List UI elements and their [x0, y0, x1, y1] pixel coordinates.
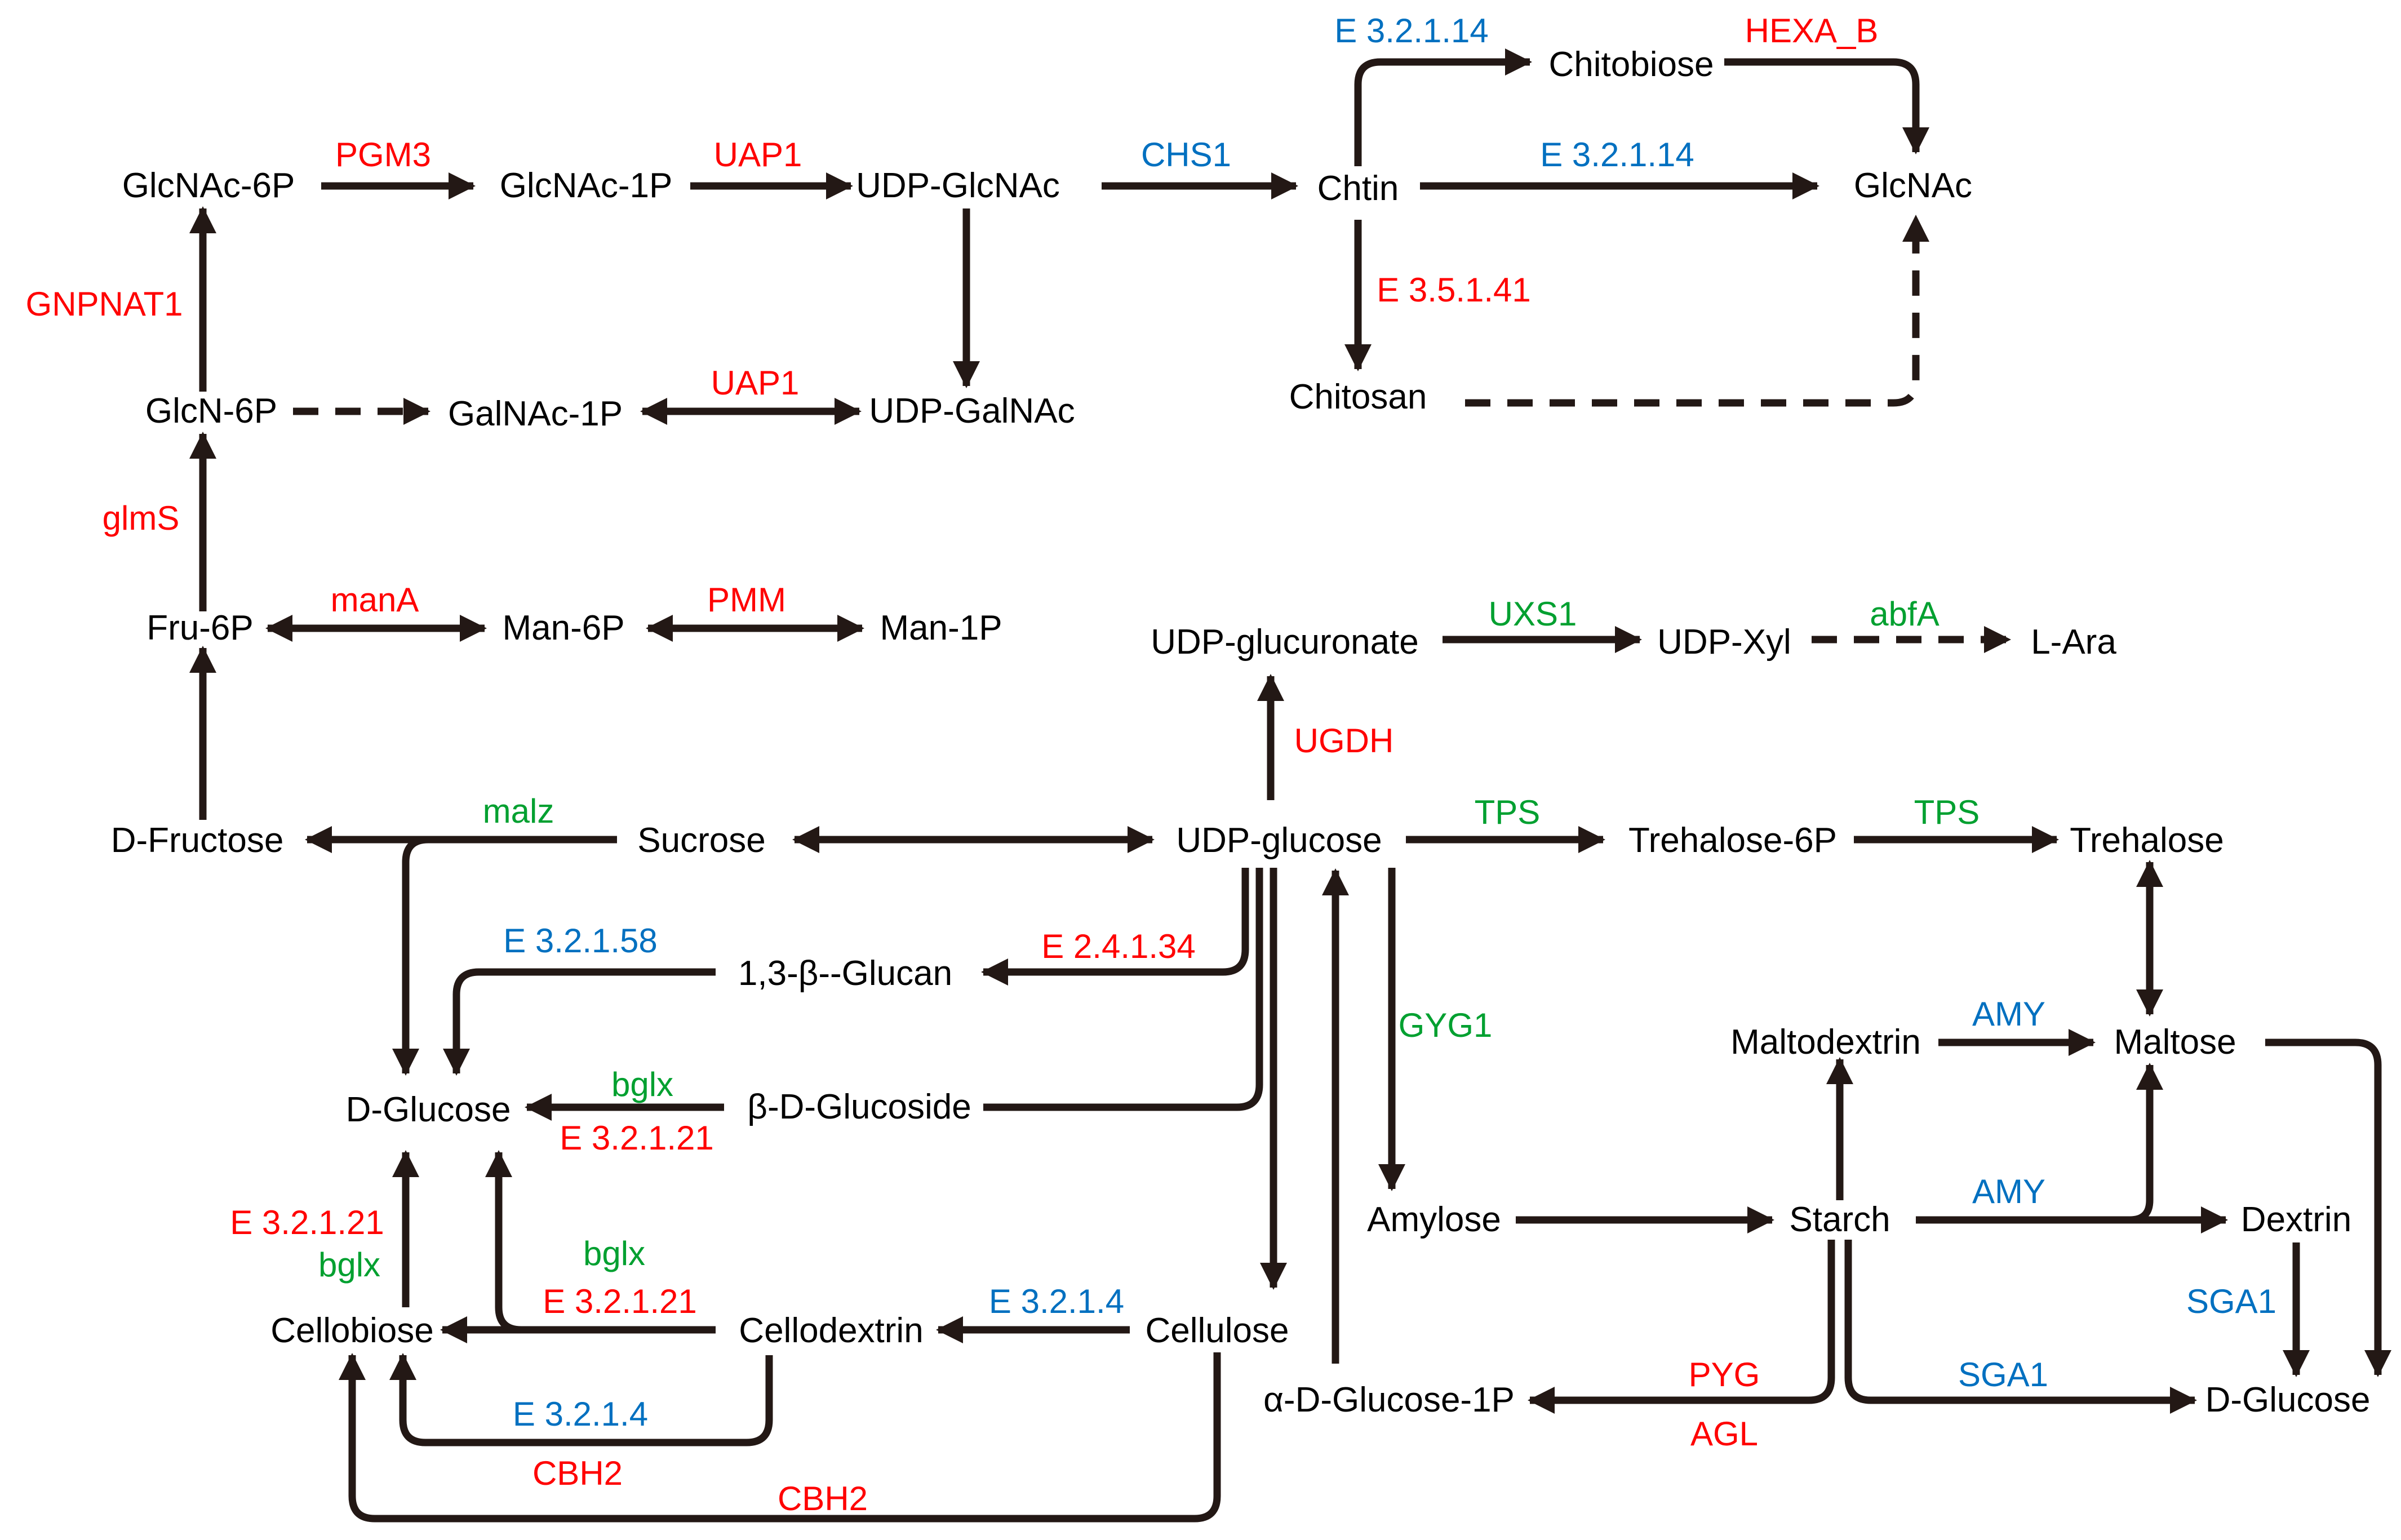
edge-starch-aglucose1p [1528, 1240, 1835, 1414]
edge-maltose-dglucose [2265, 1038, 2391, 1377]
metabolite-cellulose: Cellulose [1145, 1311, 1289, 1350]
enzyme-sga1-bottom: SGA1 [1958, 1356, 2048, 1393]
enzyme-e3-2-1-21-mid: E 3.2.1.21 [543, 1282, 697, 1320]
enzyme-malz: malz [483, 792, 554, 830]
enzyme-bglx-mid: bglx [583, 1235, 645, 1272]
enzyme-e3-2-1-21-top: E 3.2.1.21 [560, 1119, 714, 1157]
enzyme-pmm: PMM [707, 581, 786, 619]
metabolite-amylose: Amylose [1367, 1200, 1501, 1239]
edge-cellulose-cellobiose [339, 1352, 1221, 1523]
metabolite-d-fructose: D-Fructose [111, 821, 284, 860]
enzyme-chs1: CHS1 [1141, 136, 1231, 174]
metabolite-chitobiose: Chitobiose [1549, 45, 1714, 84]
enzyme-e3-2-1-4-bottom: E 3.2.1.4 [513, 1395, 648, 1433]
metabolite-1-3-beta-glucan: 1,3-β--Glucan [738, 954, 952, 993]
enzyme-sga1-right: SGA1 [2186, 1282, 2276, 1320]
metabolite-man-1p: Man-1P [880, 609, 1002, 647]
metabolite-alpha-d-glucose-1p: α-D-Glucose-1P [1263, 1381, 1515, 1419]
metabolite-chitosan: Chitosan [1289, 378, 1427, 416]
enzyme-e3-2-1-58: E 3.2.1.58 [503, 922, 658, 960]
metabolite-fru-6p: Fru-6P [147, 609, 253, 647]
enzyme-ugdh: UGDH [1294, 722, 1394, 760]
enzyme-amy-top: AMY [1972, 995, 2045, 1033]
enzyme-uap1-top: UAP1 [714, 136, 802, 174]
enzyme-bglx-left: bglx [318, 1246, 380, 1284]
metabolite-glcnac-6p: GlcNAc-6P [122, 166, 295, 205]
enzyme-e3-2-1-14-top: E 3.2.1.14 [1334, 12, 1489, 50]
metabolite-cellobiose: Cellobiose [270, 1311, 434, 1350]
enzyme-abfa: abfA [1870, 595, 1939, 633]
metabolite-dextrin: Dextrin [2241, 1200, 2351, 1239]
enzyme-amy-mid: AMY [1972, 1173, 2045, 1210]
edge-cellodextrin-cellobiose-via-e3214 [389, 1353, 773, 1446]
enzyme-gyg1: GYG1 [1399, 1006, 1493, 1044]
enzyme-e2-4-1-34: E 2.4.1.34 [1041, 927, 1196, 965]
metabolite-udp-glcnac: UDP-GlcNAc [856, 166, 1060, 205]
metabolite-udp-xyl: UDP-Xyl [1657, 623, 1791, 662]
enzyme-cbh2-inner: CBH2 [532, 1454, 623, 1492]
enzyme-mana: manA [331, 581, 419, 619]
metabolite-d-glucose-right: D-Glucose [2205, 1381, 2371, 1419]
enzyme-tps-1: TPS [1475, 793, 1541, 831]
edge-chitosan-glcnac [1465, 215, 1929, 407]
metabolite-glcnac-1p: GlcNAc-1P [500, 166, 673, 205]
metabolite-trehalose-6p: Trehalose-6P [1628, 821, 1837, 860]
metabolite-udp-glucuronate: UDP-glucuronate [1151, 623, 1419, 662]
metabolite-udp-glucose: UDP-glucose [1176, 821, 1382, 860]
metabolite-maltose: Maltose [2114, 1023, 2236, 1062]
metabolite-glcnac: GlcNAc [1854, 166, 1972, 205]
metabolite-man-6p: Man-6P [502, 609, 624, 647]
enzyme-agl: AGL [1690, 1415, 1758, 1453]
enzyme-tps-2: TPS [1914, 793, 1980, 831]
edge-starch-dglucose [1844, 1240, 2197, 1414]
enzyme-e3-5-1-41: E 3.5.1.41 [1377, 271, 1531, 309]
metabolite-chtin: Chtin [1317, 169, 1399, 208]
enzyme-uxs1: UXS1 [1489, 595, 1577, 633]
metabolite-udp-galnac: UDP-GalNAc [869, 392, 1075, 431]
metabolite-cellodextrin: Cellodextrin [739, 1311, 923, 1350]
metabolite-d-glucose-left: D-Glucose [346, 1090, 511, 1129]
enzyme-e3-2-1-4-right: E 3.2.1.4 [989, 1282, 1124, 1320]
edge-chtin-chitobiose [1354, 48, 1532, 166]
enzyme-uap1-mid: UAP1 [711, 364, 800, 402]
metabolite-beta-d-glucoside: β-D-Glucoside [747, 1088, 971, 1126]
edge-udpglucose-bdglucoside [983, 868, 1263, 1111]
edge-udpglucose-glucan [981, 868, 1249, 986]
metabolite-maltodextrin: Maltodextrin [1730, 1023, 1921, 1062]
enzyme-pgm3: PGM3 [335, 136, 431, 174]
enzyme-e3-2-1-14-mid: E 3.2.1.14 [1540, 136, 1694, 174]
enzyme-hexa-b: HEXA_B [1745, 12, 1879, 50]
metabolite-l-ara: L-Ara [2031, 623, 2116, 662]
edge-glucan-dglucose [443, 968, 716, 1076]
enzyme-bglx-top: bglx [611, 1066, 673, 1103]
enzyme-cbh2-outer: CBH2 [778, 1480, 868, 1517]
metabolite-sucrose: Sucrose [637, 821, 765, 860]
enzyme-glms: glmS [103, 499, 180, 537]
metabolite-trehalose: Trehalose [2070, 821, 2224, 860]
metabolite-starch: Starch [1789, 1200, 1890, 1239]
enzyme-e3-2-1-21-left: E 3.2.1.21 [230, 1204, 384, 1241]
edge-sucrose-dglucose [392, 836, 429, 1076]
edge-cellodextrin-dglucose [485, 1150, 522, 1334]
metabolite-galnac-1p: GalNAc-1P [448, 394, 623, 433]
enzyme-gnpnat1: GNPNAT1 [26, 285, 183, 323]
metabolite-glcn-6p: GlcN-6P [145, 392, 277, 431]
enzyme-pyg: PYG [1689, 1356, 1760, 1393]
edge-chitobiose-glcnac [1724, 58, 1929, 154]
edge-starch-maltose [2129, 1063, 2163, 1224]
